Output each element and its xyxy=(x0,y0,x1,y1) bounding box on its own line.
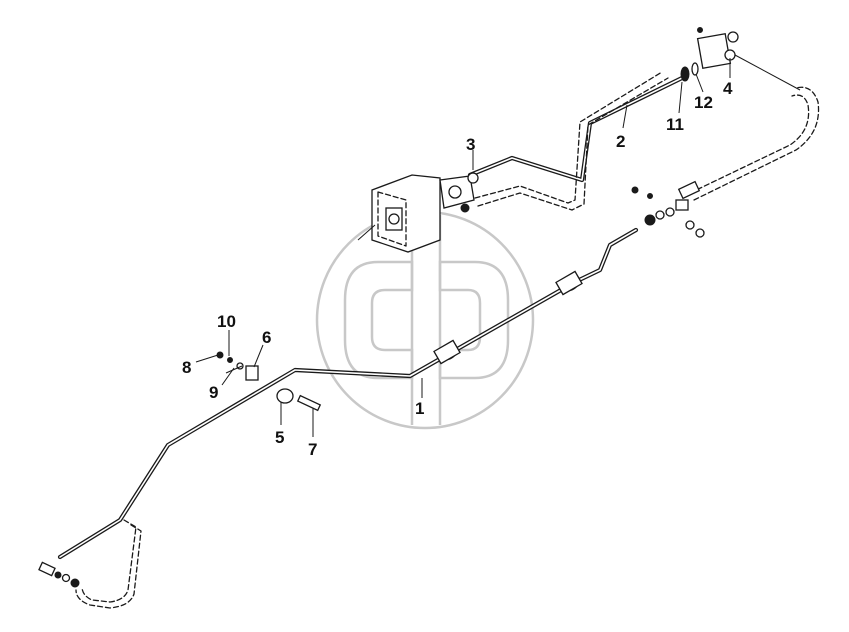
callout-5: 5 xyxy=(275,428,284,447)
callout-7: 7 xyxy=(308,440,317,459)
callout-11: 11 xyxy=(666,115,684,134)
callout-1: 1 xyxy=(415,399,424,418)
fittings-right-middle xyxy=(631,186,705,238)
callout-2: 2 xyxy=(616,132,625,151)
callout-6: 6 xyxy=(262,328,271,347)
pipe-1 xyxy=(57,227,639,560)
callout-3: 3 xyxy=(466,135,475,154)
callout-12: 12 xyxy=(694,93,713,112)
hose-right xyxy=(677,54,820,201)
valve-block xyxy=(357,172,479,253)
callout-10: 10 xyxy=(217,312,236,331)
fittings-top-right xyxy=(680,27,739,82)
small-parts-group xyxy=(216,351,322,412)
callout-leaders xyxy=(195,58,731,437)
callout-9: 9 xyxy=(209,383,218,402)
callout-4: 4 xyxy=(723,79,733,98)
pipe-2 xyxy=(467,71,685,211)
callout-8: 8 xyxy=(182,358,191,377)
callout-labels: 1 2 3 4 5 6 7 8 9 10 11 12 xyxy=(182,79,733,459)
hose-lower-left xyxy=(38,519,142,609)
